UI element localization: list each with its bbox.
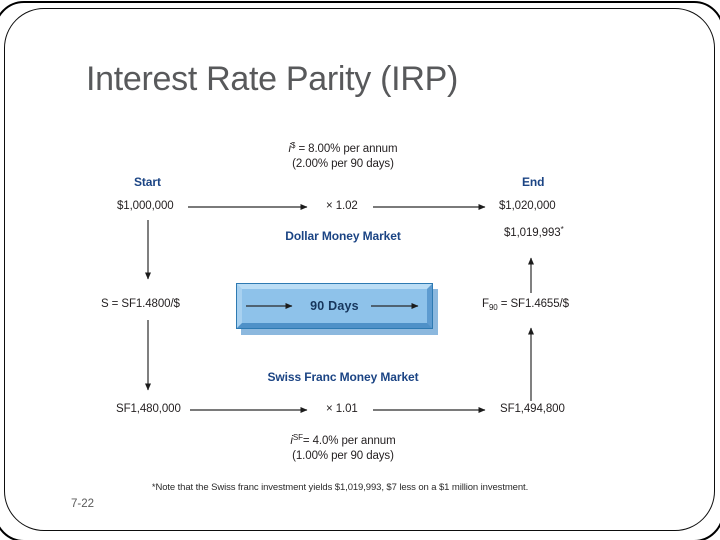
dollar-market-label: Dollar Money Market (285, 229, 401, 243)
slide-title: Interest Rate Parity (IRP) (86, 60, 458, 98)
rate-variable: i (290, 435, 293, 447)
end-label: End (522, 175, 545, 189)
dollar-alternative-value: $1,019,993* (504, 225, 564, 239)
dollar-end-value: $1,020,000 (499, 200, 556, 212)
forward-subscript: 90 (488, 302, 498, 312)
dollar-rate-line1: i$ = 8.00% per annum (288, 141, 398, 155)
sf-rate-line2: (1.00% per 90 days) (292, 450, 394, 462)
slide-inner-frame (4, 8, 715, 531)
ninety-days-box: 90 Days (236, 283, 433, 329)
sf-market-label: Swiss Franc Money Market (267, 370, 419, 384)
ninety-days-label: 90 Days (310, 299, 359, 313)
box-bevel (237, 284, 432, 328)
forward-rate-label: F90 = SF1.4655/$ (482, 298, 569, 312)
rate-superscript: SF (292, 433, 303, 442)
dollar-rate-line2: (2.00% per 90 days) (292, 158, 394, 170)
footnote: *Note that the Swiss franc investment yi… (151, 482, 529, 493)
sf-multiplier: × 1.01 (326, 403, 358, 415)
page-number: 7-22 (71, 498, 95, 510)
dollar-rate-annotation: i$ = 8.00% per annum (2.00% per 90 days) (238, 141, 448, 172)
rate-variable: i (288, 143, 292, 155)
footnote-asterisk: * (560, 225, 564, 234)
spot-rate-label: S = SF1.4800/$ (101, 298, 180, 310)
sf-rate-line1: iSF= 4.0% per annum (290, 433, 396, 447)
start-label: Start (134, 175, 161, 189)
dollar-multiplier: × 1.02 (326, 200, 358, 212)
rate-superscript: $ (291, 141, 296, 150)
sf-start-value: SF1,480,000 (116, 403, 181, 415)
sf-rate-annotation: iSF= 4.0% per annum (1.00% per 90 days) (238, 433, 448, 464)
dollar-start-value: $1,000,000 (117, 200, 174, 212)
sf-end-value: SF1,494,800 (500, 403, 565, 415)
